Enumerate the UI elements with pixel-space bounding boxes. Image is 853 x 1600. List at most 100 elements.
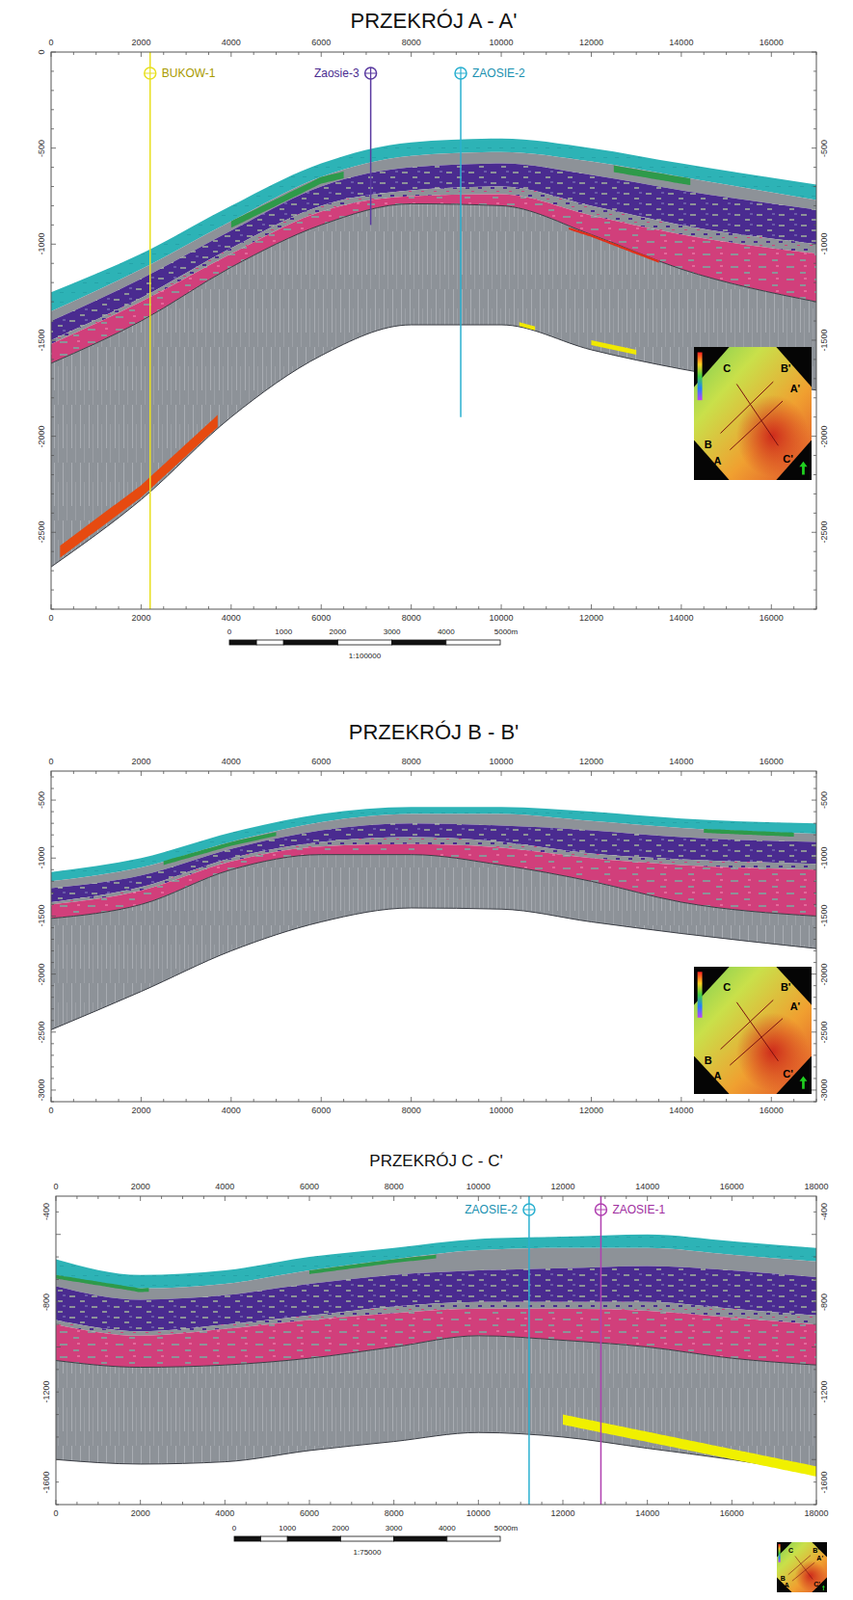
scale-bar xyxy=(447,1536,501,1542)
reservoir-bed xyxy=(568,227,659,264)
axis-tick-label: 4000 xyxy=(214,1509,235,1519)
scale-label: 2000 xyxy=(331,1524,349,1533)
map-letter: B' xyxy=(780,983,792,995)
scale-label: 1000 xyxy=(278,1524,296,1533)
well-name: ZAOSIE-1 xyxy=(610,1203,667,1217)
well-symbol xyxy=(594,1203,607,1216)
scale-bar xyxy=(392,639,447,645)
axis-tick-label: -500 xyxy=(37,791,47,809)
map-letter: C' xyxy=(782,454,794,467)
horizon-line xyxy=(51,203,817,363)
rock-layer xyxy=(51,854,817,1031)
axis-tick-label: 10000 xyxy=(489,757,514,767)
axis-tick-label: 0 xyxy=(48,757,54,767)
axis-tick-label: -1500 xyxy=(820,328,829,351)
plot-frame xyxy=(55,1196,817,1505)
axis-tick-label: 6000 xyxy=(311,38,331,48)
scale-bar xyxy=(340,1536,394,1542)
axis-tick-label: 14000 xyxy=(635,1182,660,1192)
axis-tick-label: 14000 xyxy=(668,38,694,48)
axis-tick-label: 4000 xyxy=(221,1106,241,1116)
axis-tick-label: 12000 xyxy=(550,1509,575,1519)
axis-tick-label: 16000 xyxy=(759,38,784,48)
reservoir-bed xyxy=(519,321,535,331)
axis-tick-label: -2500 xyxy=(820,1020,829,1043)
axis-tick-label: -500 xyxy=(37,139,47,158)
scale-bar xyxy=(287,1536,341,1542)
scale-bar xyxy=(394,1536,448,1542)
well-trajectory xyxy=(528,1196,531,1505)
axis-tick-label: 8000 xyxy=(401,757,422,767)
thin-bed xyxy=(55,1275,149,1293)
axis-ticks xyxy=(51,52,817,610)
axis-tick-label: -2500 xyxy=(820,521,829,544)
axis-tick-label: 8000 xyxy=(401,613,422,623)
scale-bar xyxy=(229,639,257,645)
axis-tick-label: -1000 xyxy=(820,847,829,870)
map-letter: B xyxy=(704,439,713,452)
reservoir-bed xyxy=(59,415,217,559)
reservoir-bed xyxy=(590,340,637,355)
axis-tick-label: 0 xyxy=(48,1106,54,1116)
axis-tick-label: 8000 xyxy=(384,1509,404,1519)
axis-tick-label: 12000 xyxy=(579,1106,604,1116)
well-symbol xyxy=(523,1203,535,1216)
scale-label: 5000m xyxy=(494,1524,518,1533)
axis-tick-label: -1500 xyxy=(820,905,829,928)
axis-tick-label: 0 xyxy=(48,38,54,48)
scale-label: 3000 xyxy=(383,628,401,637)
map-letter: C xyxy=(722,364,731,376)
section-title: PRZEKRÓJ C - C' xyxy=(369,1152,503,1171)
axis-tick-label: 16000 xyxy=(759,1106,784,1116)
well-symbol xyxy=(144,67,157,80)
axis-tick-label: 12000 xyxy=(550,1182,575,1192)
thin-bed xyxy=(309,1254,437,1275)
axis-tick-label: -1000 xyxy=(37,233,47,256)
axis-tick-label: 6000 xyxy=(299,1182,320,1192)
axis-tick-label: 10000 xyxy=(466,1509,491,1519)
well-symbol xyxy=(144,67,157,80)
axis-tick-label: 6000 xyxy=(311,757,331,767)
axis-tick-label: 2000 xyxy=(131,1182,151,1192)
scale-label: 1000 xyxy=(274,628,293,637)
axis-tick-label: 4000 xyxy=(221,757,241,767)
axis-tick-label: 0 xyxy=(53,1509,58,1519)
well-trajectory xyxy=(149,52,152,610)
axis-tick-label: 14000 xyxy=(635,1509,660,1519)
axis-tick-label: 16000 xyxy=(719,1182,745,1192)
axis-tick-label: -800 xyxy=(820,1293,829,1311)
axis-tick-label: -1600 xyxy=(820,1470,829,1493)
axis-ticks xyxy=(55,1196,817,1505)
axis-tick-label: 10000 xyxy=(489,38,514,48)
map-letter: A xyxy=(784,1581,790,1589)
axis-tick-label: 14000 xyxy=(668,1106,694,1116)
axis-tick-label: 10000 xyxy=(489,613,514,623)
thin-bed xyxy=(703,828,794,837)
axis-tick-label: -1000 xyxy=(37,847,47,870)
well-symbol xyxy=(454,67,467,80)
section-title: PRZEKRÓJ B - B' xyxy=(348,720,520,744)
axis-tick-label: 16000 xyxy=(719,1509,745,1519)
scale-bar xyxy=(256,639,284,645)
axis-tick-label: -1200 xyxy=(820,1381,829,1404)
axis-tick-label: 0 xyxy=(53,1182,58,1192)
axis-tick-label: 0 xyxy=(37,49,47,54)
map-letter: A xyxy=(713,455,721,468)
thin-bed xyxy=(613,165,691,186)
axis-tick-label: 12000 xyxy=(579,613,604,623)
axis-tick-label: -400 xyxy=(820,1202,829,1221)
well-symbol xyxy=(523,1203,535,1216)
axis-tick-label: 8000 xyxy=(401,1106,422,1116)
scale-bar xyxy=(283,639,338,645)
map-letter: A' xyxy=(816,1554,824,1562)
axis-tick-label: 8000 xyxy=(401,38,422,48)
plot-frame xyxy=(51,52,817,610)
axis-tick-label: 6000 xyxy=(299,1509,320,1519)
map-letter: C xyxy=(722,983,731,995)
axis-tick-label: 4000 xyxy=(221,613,241,623)
scale-label: 4000 xyxy=(437,628,455,637)
axis-tick-label: -500 xyxy=(820,791,829,809)
axis-tick-label: -1600 xyxy=(42,1470,52,1493)
scale-ratio: 1:100000 xyxy=(348,652,381,661)
